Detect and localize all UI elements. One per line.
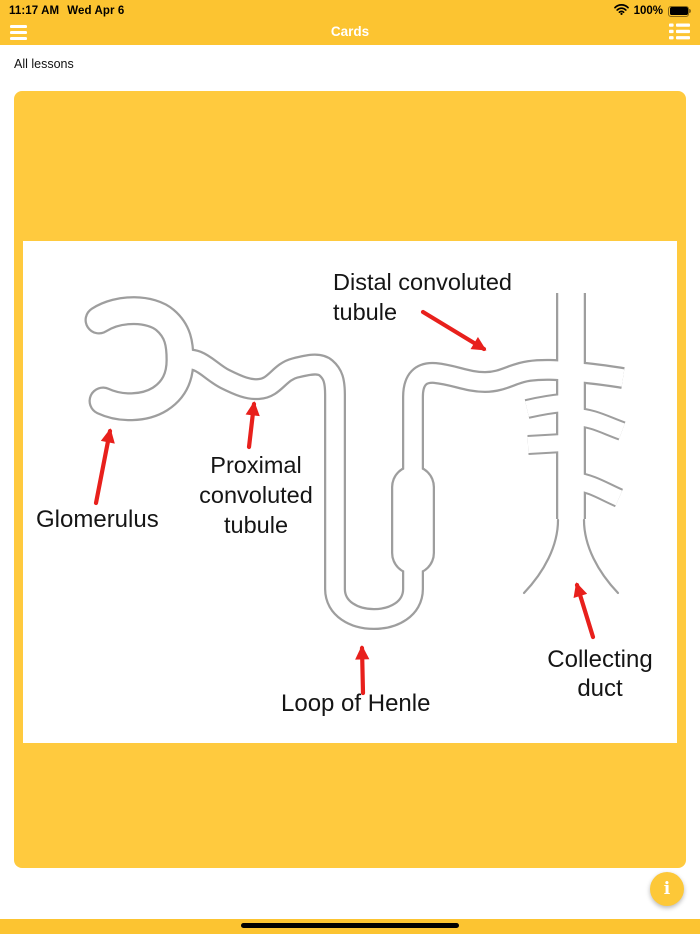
glomerulus-arrow <box>93 428 115 506</box>
list-view-icon[interactable] <box>667 23 691 43</box>
collecting-arrow <box>573 582 596 640</box>
label-loop-of-henle: Loop of Henle <box>281 690 431 717</box>
info-icon: i <box>663 878 671 899</box>
diagram-panel: Distal convoluted tubule Glomerulus Prox… <box>23 241 677 743</box>
proximal-arrow <box>245 401 260 450</box>
bottom-bar <box>0 919 700 934</box>
loop-arrow <box>355 645 370 696</box>
wifi-icon <box>613 4 629 18</box>
hamburger-menu-icon[interactable] <box>10 25 28 40</box>
top-bar: 11:17 AM Wed Apr 6 100% Cards <box>0 0 700 45</box>
label-distal-convoluted-tubule: Distal convoluted tubule <box>333 269 512 325</box>
status-time: 11:17 AM <box>9 5 60 17</box>
label-glomerulus: Glomerulus <box>36 506 159 533</box>
nav-bar: Cards <box>0 22 700 45</box>
battery-percent: 100% <box>633 5 663 17</box>
label-collecting-duct: Collecting duct <box>547 646 653 702</box>
status-bar: 11:17 AM Wed Apr 6 100% <box>0 0 700 22</box>
collecting-duct-flare <box>522 518 620 595</box>
info-button[interactable]: i <box>650 872 684 906</box>
distal-arrow <box>420 309 487 352</box>
label-proximal-convoluted-tubule: Proximal convoluted tubule <box>199 452 313 538</box>
status-date: Wed Apr 6 <box>67 5 125 17</box>
nephron-diagram <box>84 293 626 696</box>
status-time-date: 11:17 AM Wed Apr 6 <box>9 5 124 17</box>
lessons-strip: All lessons <box>0 45 700 91</box>
battery-icon <box>668 5 691 17</box>
home-indicator[interactable] <box>241 922 459 928</box>
all-lessons-breadcrumb[interactable]: All lessons <box>14 57 74 71</box>
flashcard[interactable]: Distal convoluted tubule Glomerulus Prox… <box>14 91 686 868</box>
page-title: Cards <box>330 24 370 39</box>
